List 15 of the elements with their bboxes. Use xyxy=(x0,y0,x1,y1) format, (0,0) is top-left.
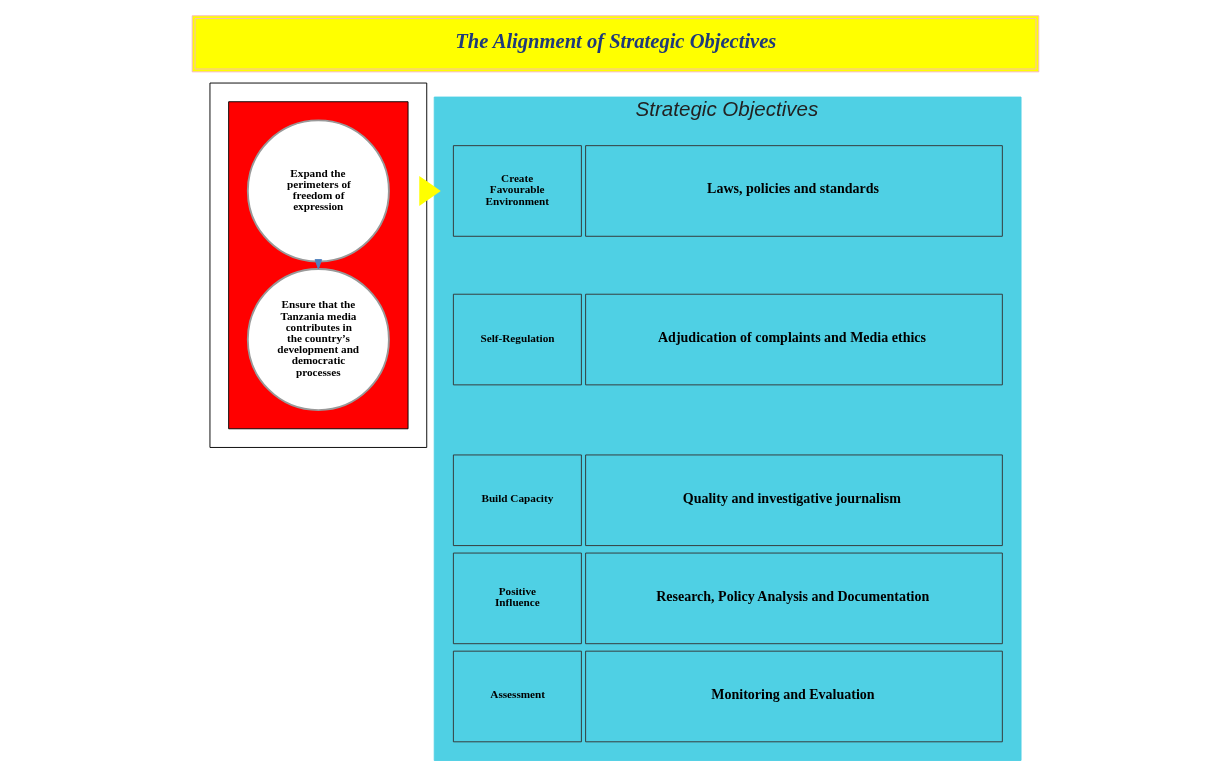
node-box: Laws, policies and standards xyxy=(585,145,1003,237)
node-box: Quality and investigative journalism xyxy=(585,454,1003,547)
diagram-title: The Alignment of Strategic Objectives xyxy=(455,30,777,53)
node-box: Assessment xyxy=(452,650,582,743)
node-box: Positive Influence xyxy=(452,552,582,645)
node-box: Self-Regulation xyxy=(452,293,582,386)
arrow xyxy=(419,175,441,206)
cluster xyxy=(209,82,428,448)
node-box: Create Favourable Environment xyxy=(452,145,582,237)
cluster xyxy=(228,101,409,430)
node-box: Build Capacity xyxy=(452,454,582,547)
node-box: Adjudication of complaints and Media ethics xyxy=(585,293,1003,386)
node-box: Monitoring and Evaluation xyxy=(585,650,1003,743)
node-box: Research, Policy Analysis and Documentation xyxy=(585,552,1003,645)
node-circle: Ensure that the Tanzania media contributes in the country’s development and democratic processes xyxy=(246,268,390,412)
